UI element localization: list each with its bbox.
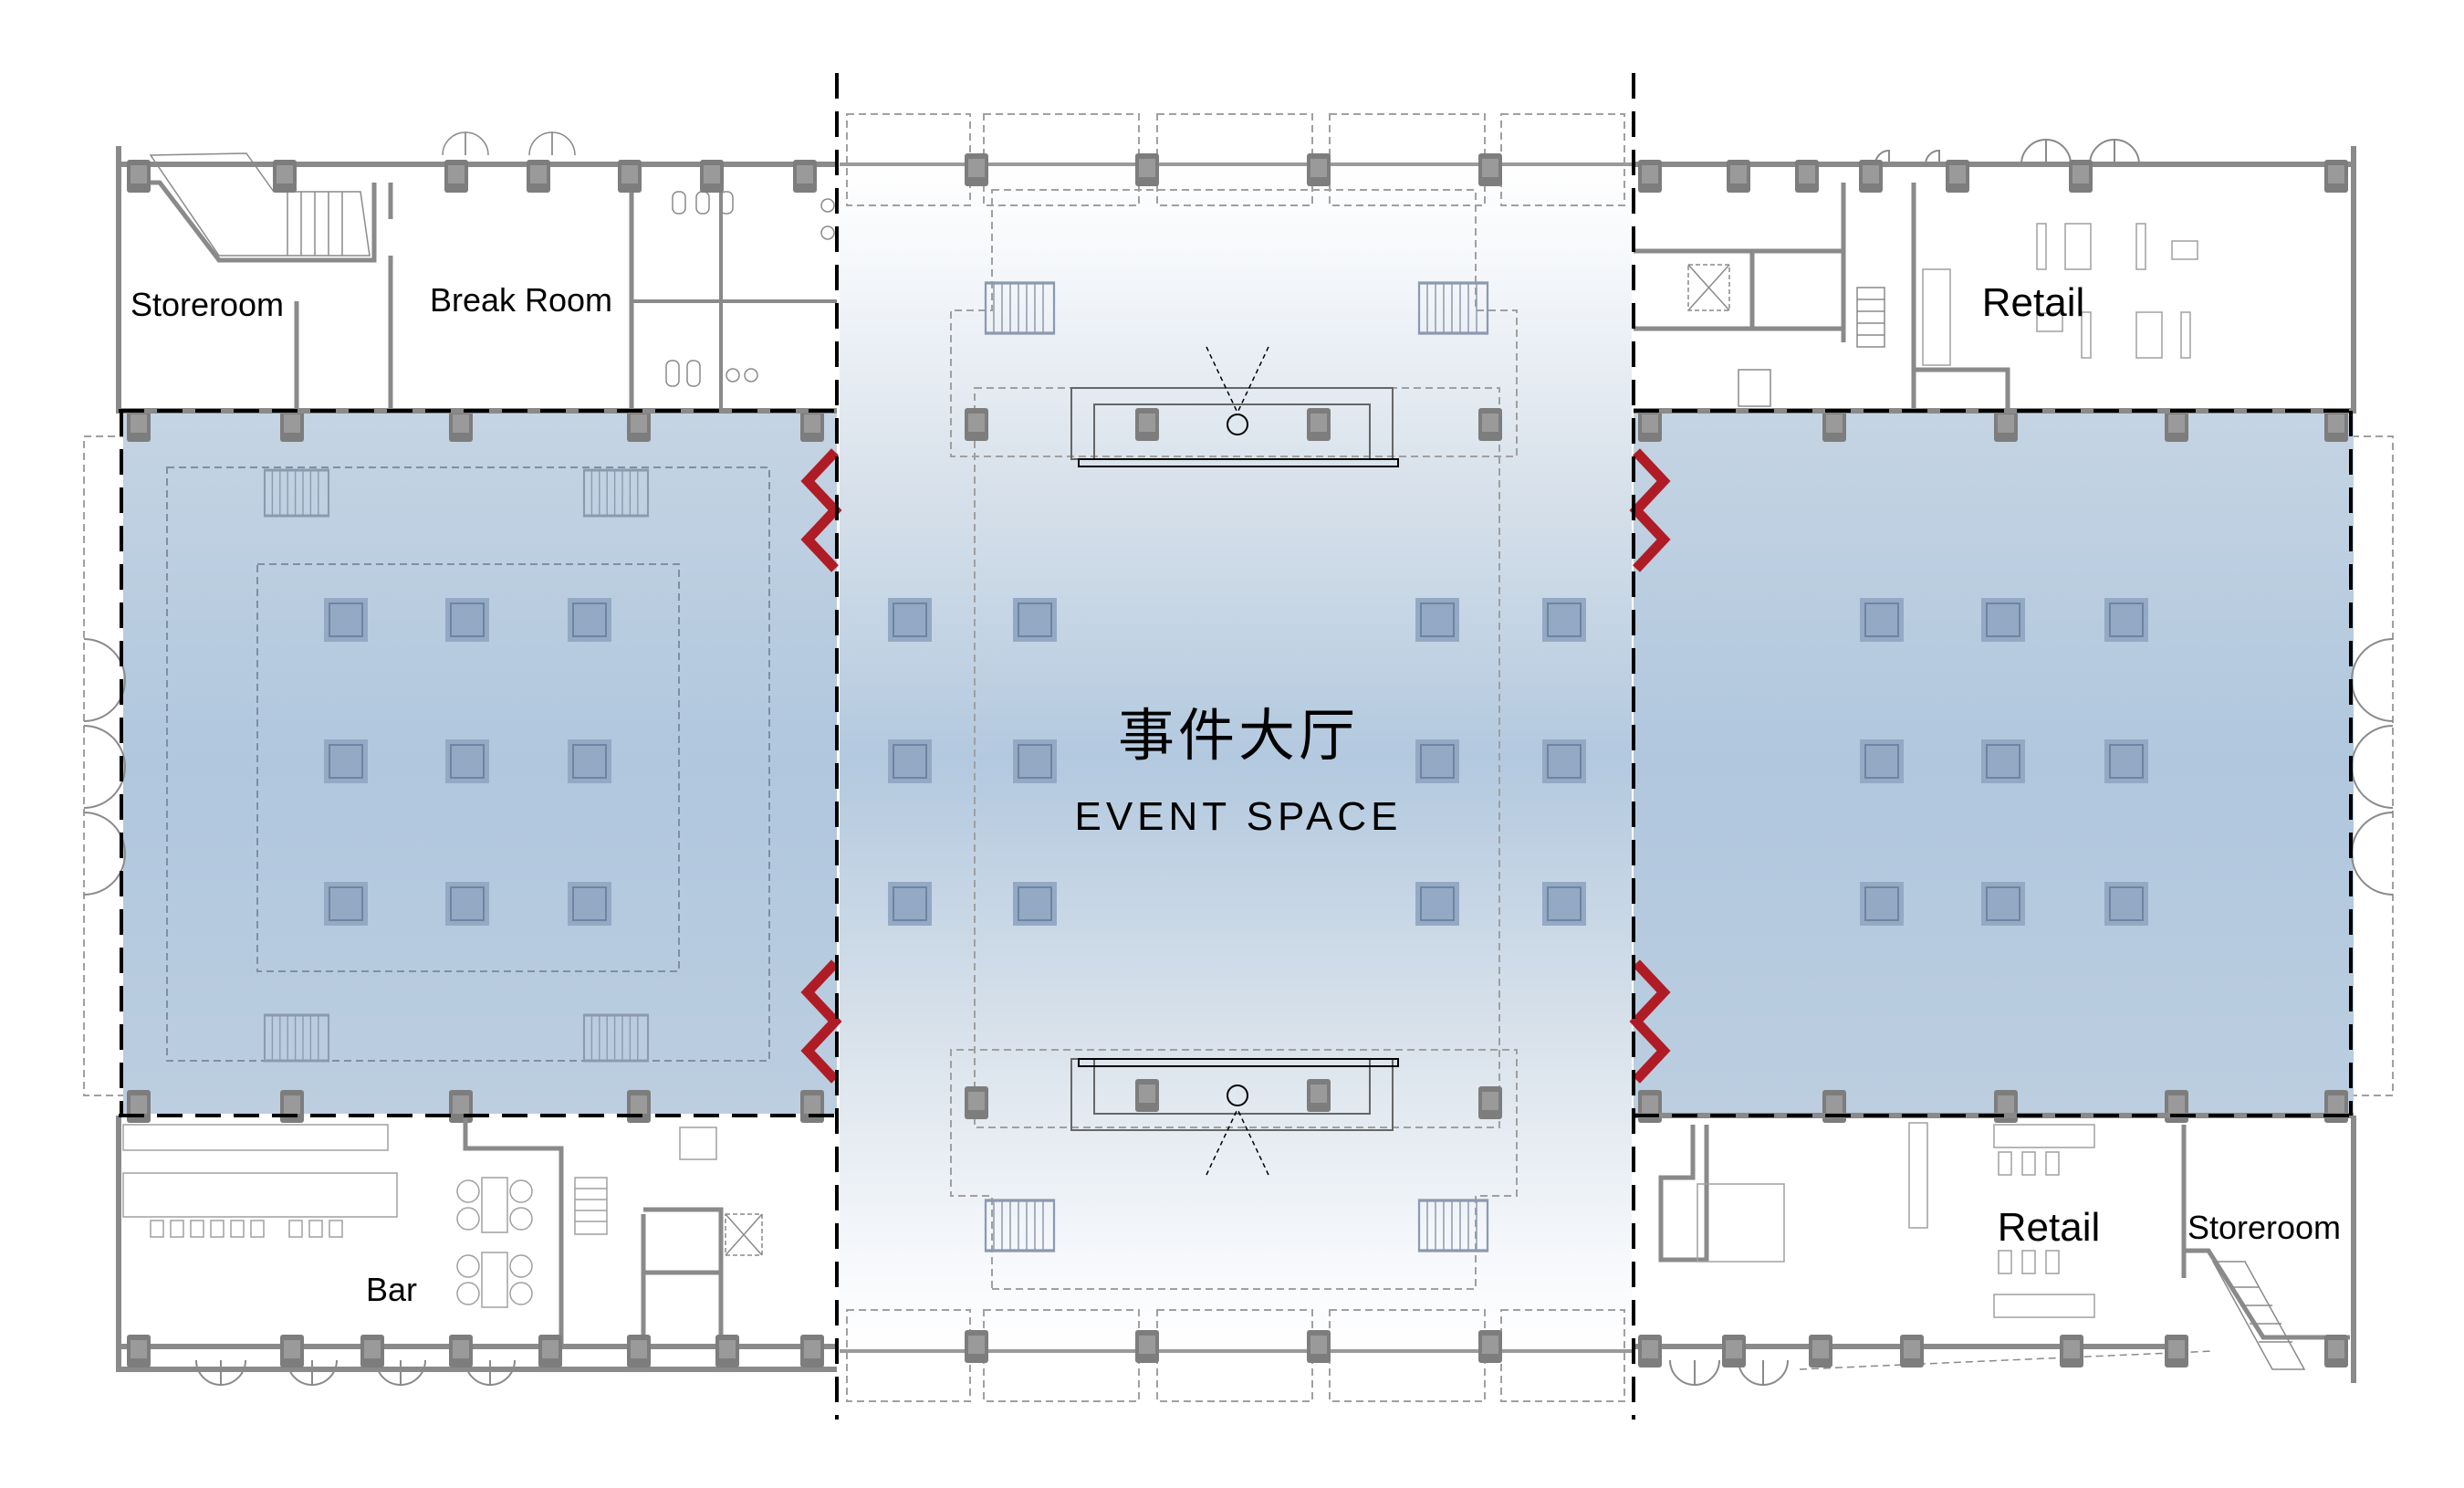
event-space-title-cn: 事件大厅 <box>1117 702 1360 769</box>
room-label-break-room: Break Room <box>429 281 613 319</box>
room-label-bar: Bar <box>365 1271 418 1308</box>
room-label-storeroom-right: Storeroom <box>2187 1209 2342 1246</box>
bottom-left-block <box>116 1116 837 1372</box>
event-space-title-en: EVENT SPACE <box>1074 794 1403 839</box>
right-hall <box>1634 409 2394 1123</box>
room-label-retail-top: Retail <box>1981 280 2085 325</box>
central-event-hall <box>840 113 1632 1402</box>
room-label-storeroom-left: Storeroom <box>130 286 285 323</box>
stair-icon <box>1799 1261 2306 1370</box>
top-left-block <box>116 146 837 414</box>
stair-icon <box>149 152 371 257</box>
left-hall <box>83 409 837 1123</box>
boundary-lines <box>119 73 2354 1420</box>
elevator-icon <box>725 1213 763 1256</box>
stair-icon <box>1738 287 1885 407</box>
room-label-retail-bottom: Retail <box>1997 1205 2101 1250</box>
elevator-icon <box>1687 264 1730 311</box>
retail-fixtures <box>1922 223 2198 366</box>
stage-bottom-icon <box>1070 1058 1399 1176</box>
retail-fixtures <box>1697 1122 2095 1318</box>
bar-fixtures <box>122 1124 717 1308</box>
restroom-fixtures <box>442 131 835 387</box>
stage-top-icon <box>1070 346 1399 467</box>
